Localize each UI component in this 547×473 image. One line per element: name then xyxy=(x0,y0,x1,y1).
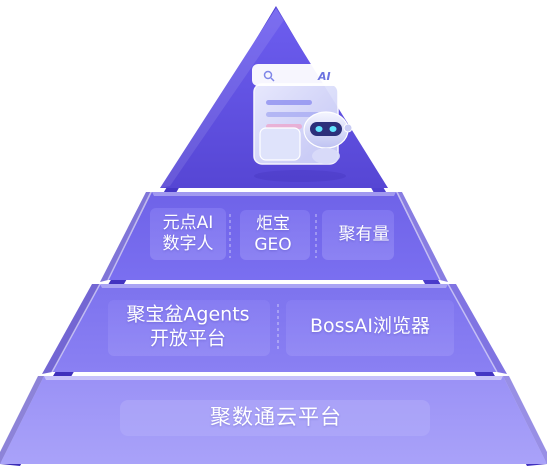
tier2-cell-1 xyxy=(150,208,226,260)
tier2-cell-2 xyxy=(240,210,310,260)
tier4-cell xyxy=(120,400,430,436)
tier2-cell-3 xyxy=(322,210,394,260)
tier2-label-yuandian-line1: 元点AI xyxy=(162,212,214,233)
ai-robot-illustration: AI xyxy=(252,64,353,182)
tier3-cell-2 xyxy=(286,300,454,356)
tier3-label-jubaopen-line2: 开放平台 xyxy=(149,327,227,349)
tier2-label-yuandian: 元点AI 数字人 xyxy=(163,213,214,256)
ai-badge-text: AI xyxy=(317,70,331,83)
tier2-label-jubao-line2: GEO xyxy=(254,235,292,255)
tier2-label-juyou-line1: 聚有量 xyxy=(338,224,390,245)
tier3-cell-1 xyxy=(108,300,270,356)
tier2-label-yuandian-line2: 数字人 xyxy=(162,234,214,254)
tier3-label-jubaopen-line1: 聚宝盆Agents xyxy=(126,303,250,326)
tier3-label-bossai: BossAI浏览器 xyxy=(310,315,430,339)
tier2-label-jubao-line1: 炬宝 xyxy=(255,213,290,234)
tier2-label-jubao: 炬宝 GEO xyxy=(254,214,291,257)
tier3-label-jubaopen: 聚宝盆Agents 开放平台 xyxy=(126,303,249,351)
tier2-label-juyou: 聚有量 xyxy=(339,224,390,245)
tier4-label: 聚数通云平台 xyxy=(210,404,342,429)
tier3-label-bossai-line1: BossAI浏览器 xyxy=(309,315,431,338)
